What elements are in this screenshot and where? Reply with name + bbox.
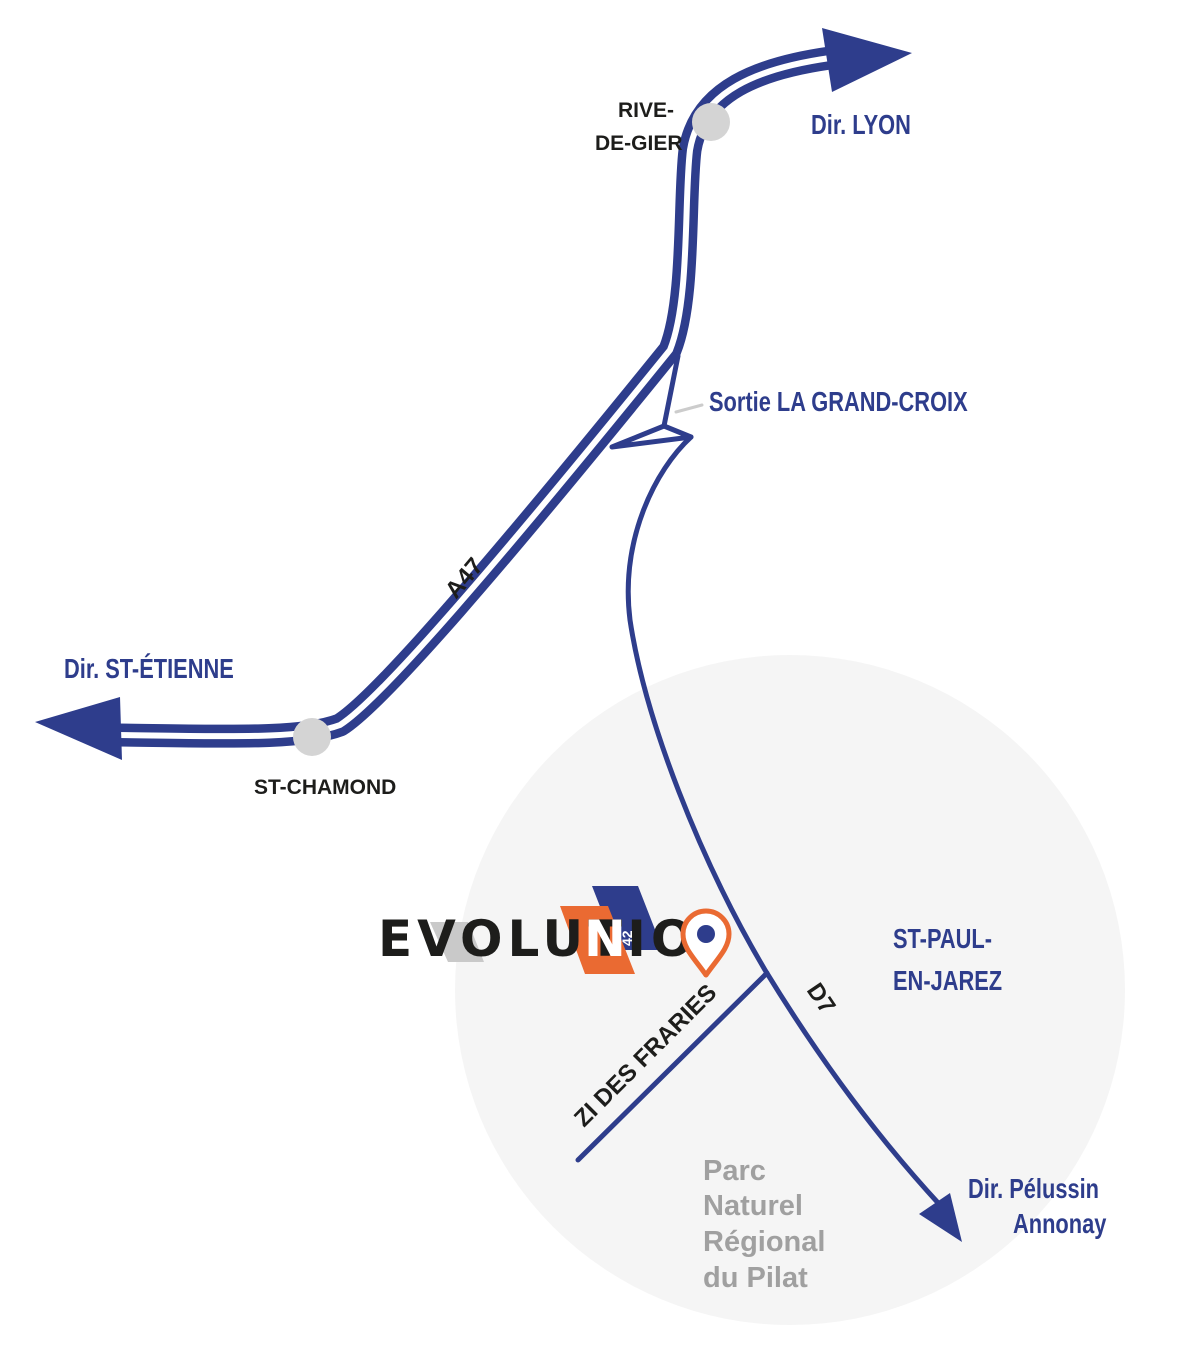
zi-fraries-road xyxy=(575,970,770,1163)
dir-lyon-label: Dir. LYON xyxy=(811,109,911,140)
arrow-pelussin-icon xyxy=(919,1193,962,1242)
st-paul-label-line1: ST-PAUL- xyxy=(893,923,992,954)
st-chamond-label: ST-CHAMOND xyxy=(254,776,396,799)
logo-wordmark: EVOLUTIO xyxy=(378,910,698,968)
destination-zone xyxy=(455,655,1125,1325)
logo-blue-shape xyxy=(592,886,663,950)
st-paul-label-line2: EN-JAREZ xyxy=(893,965,1002,996)
arrow-st-etienne-icon xyxy=(35,697,122,760)
dir-st-etienne-label: Dir. ST-ÉTIENNE xyxy=(64,652,234,684)
logo-orange-shape xyxy=(560,906,635,974)
evolution42-logo: EVOLUTIO N 42 xyxy=(378,886,698,974)
park-label-line2: Naturel xyxy=(703,1190,803,1222)
park-label: Parc Naturel Régional du Pilat xyxy=(703,1155,825,1294)
logo-final-letter: N xyxy=(584,910,631,968)
dir-pelussin-label: Dir. Pélussin xyxy=(968,1173,1099,1204)
park-label-line4: du Pilat xyxy=(703,1262,808,1294)
d7-road xyxy=(625,434,943,1208)
exit-tick xyxy=(674,403,704,414)
arrow-lyon-icon xyxy=(822,28,912,92)
park-label-line1: Parc xyxy=(703,1155,766,1187)
rive-de-gier-label-line1: RIVE- xyxy=(618,99,674,122)
dir-annonay-label: Annonay xyxy=(1013,1208,1106,1239)
logo-number: 42 xyxy=(619,930,635,946)
exit-la-grand-croix-label: Sortie LA GRAND-CROIX xyxy=(709,386,968,417)
exit-ramps xyxy=(609,353,694,450)
logo-grey-shape xyxy=(430,922,484,962)
junction-dot-icon xyxy=(293,718,331,756)
rive-de-gier-label-line2: DE-GIER xyxy=(595,132,683,155)
junction-dot-icon xyxy=(692,103,730,141)
map-pin-icon xyxy=(680,908,732,978)
park-label-line3: Régional xyxy=(703,1226,825,1258)
